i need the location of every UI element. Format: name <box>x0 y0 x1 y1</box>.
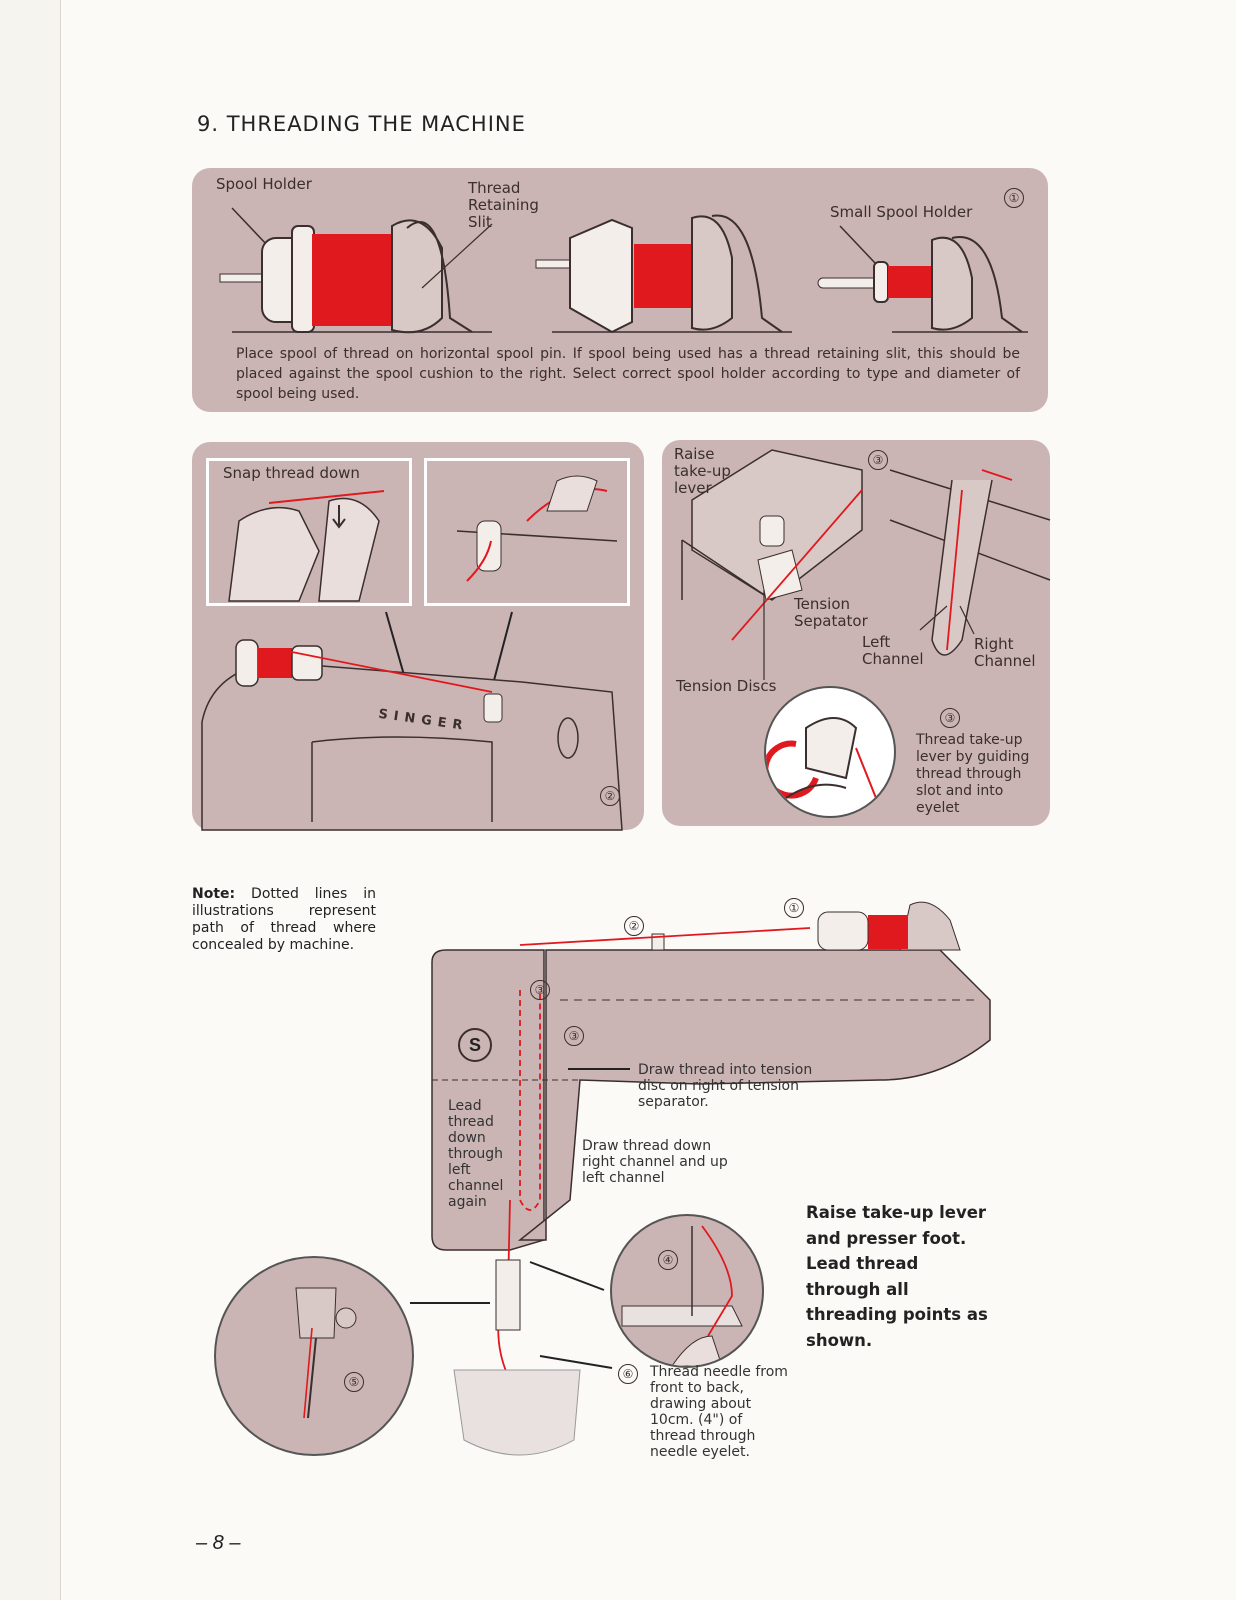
raise-take-up-lever-label: Raise take-up lever <box>674 445 731 497</box>
presser-foot-detail: ④ <box>610 1214 764 1368</box>
diagram-step-3a-badge: ③ <box>530 980 550 1000</box>
diagram-step-2-badge: ② <box>624 916 644 936</box>
tension-discs-label: Tension Discs <box>676 677 777 695</box>
draw-down-text: Draw thread down right channel and up le… <box>582 1138 728 1186</box>
note-label: Note: <box>192 886 236 902</box>
thread-guide-inset <box>424 458 630 606</box>
spool-description: Place spool of thread on horizontal spoo… <box>236 346 1020 402</box>
lead-thread-text: Lead thread down through left channel ag… <box>448 1098 504 1210</box>
page-edge <box>0 0 61 1600</box>
diagram-step-6-badge: ⑥ <box>618 1364 638 1384</box>
spool-illustrations <box>219 207 1028 334</box>
diagram-step-5-badge: ⑤ <box>344 1372 364 1392</box>
hand-snap-illustration <box>228 490 385 602</box>
spool-holder-label: Spool Holder <box>216 175 312 193</box>
diagram-step-3b-badge: ③ <box>564 1026 584 1046</box>
tension-separator-label: Tension Sepatator <box>794 595 868 630</box>
diagram-step-1-badge: ① <box>784 898 804 918</box>
snap-thread-inset: Snap thread down <box>206 458 412 606</box>
draw-tension-text: Draw thread into tension disc on right o… <box>638 1062 813 1110</box>
page-title: 9. THREADING THE MACHINE <box>197 112 526 136</box>
thread-retaining-slit-label: Thread Retaining Slit <box>468 179 539 231</box>
snap-thread-panel: Snap thread down SINGER ② <box>192 442 644 831</box>
spool-panel: Spool Holder Thread Retaining Slit Small… <box>192 168 1048 412</box>
tension-panel: Raise take-up lever ③ Tension Sepatator … <box>662 440 1051 826</box>
spool-2-illustration <box>535 214 792 334</box>
right-channel-label: Right Channel <box>974 635 1036 670</box>
singer-logo: S <box>458 1028 492 1062</box>
step-1-badge: ① <box>1004 188 1024 208</box>
small-spool-holder-label: Small Spool Holder <box>830 203 973 221</box>
needle-clamp-detail: ⑤ <box>214 1256 414 1456</box>
spool-3-illustration <box>817 225 1028 333</box>
tension-illustration <box>681 449 1051 680</box>
page-number: – 8 – <box>196 1532 241 1554</box>
thread-needle-text: Thread needle from front to back, drawin… <box>650 1364 788 1460</box>
step-3-badge-top: ③ <box>868 450 888 470</box>
step-3-badge-bottom: ③ <box>940 708 960 728</box>
machine-top-illustration <box>201 611 623 831</box>
instructions: Raise take-up lever and presser foot. Le… <box>806 1203 988 1350</box>
diagram-step-4-badge: ④ <box>658 1250 678 1270</box>
thread-guide-illustration <box>456 475 618 582</box>
take-up-lever-detail <box>764 686 896 818</box>
take-up-instruction: Thread take-up lever by guiding thread t… <box>916 732 1030 816</box>
step-2-badge: ② <box>600 786 620 806</box>
spool-1-illustration <box>219 207 493 334</box>
snap-thread-down-label: Snap thread down <box>223 464 360 482</box>
note: Note: Dotted lines in illustrations repr… <box>192 886 376 954</box>
note-text: Dotted lines in illustrations represent … <box>192 886 377 953</box>
left-channel-label: Left Channel <box>862 633 924 668</box>
